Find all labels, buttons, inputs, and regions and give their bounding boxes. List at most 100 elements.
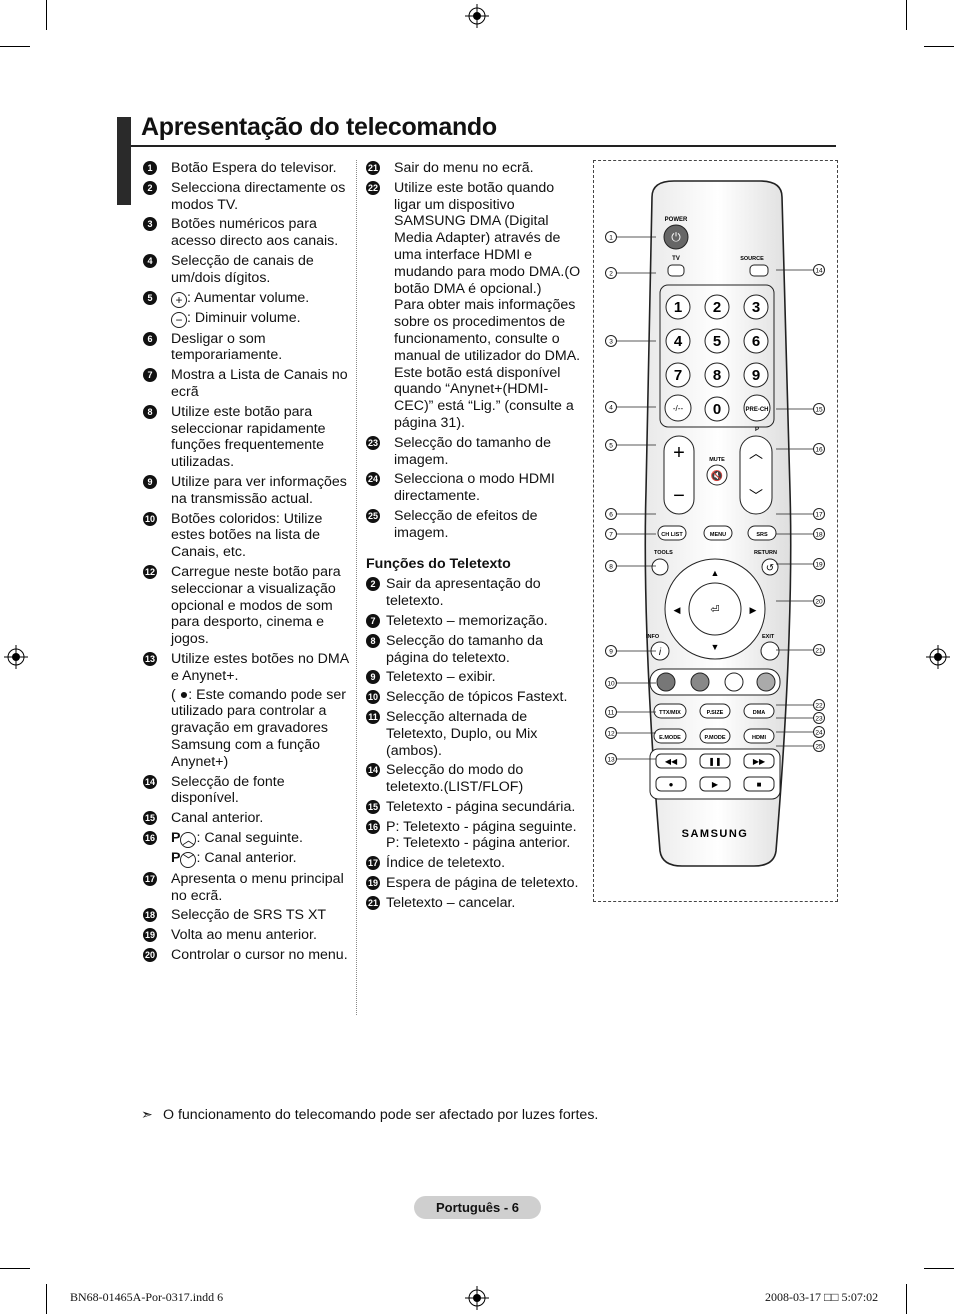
callout-marker: [605, 267, 617, 279]
dash-icon: -/--: [673, 404, 684, 413]
volume-up-icon: +: [673, 442, 685, 464]
callout-number: 8: [609, 564, 613, 571]
callout-number: 11: [608, 710, 615, 717]
exit-button: [760, 641, 780, 661]
item-number: 18: [143, 908, 157, 923]
mute-button: [706, 464, 728, 486]
prech-button: [743, 394, 771, 422]
emode-button: [653, 728, 687, 744]
note-text: O funcionamento do telecomando pode ser …: [163, 1107, 599, 1123]
red-button: [656, 672, 676, 692]
dma-button: [743, 703, 775, 719]
minus-icon: −: [171, 311, 187, 328]
registration-mark-icon: [465, 4, 489, 28]
item-text: Desligar o som temporariamente.: [171, 330, 283, 364]
callout-marker: [813, 264, 825, 276]
srs-button: [747, 525, 777, 541]
ttx-button: [653, 703, 687, 719]
rewind-icon: ◀◀: [665, 757, 678, 766]
item-text: Selecção do modo do teletexto.(LIST/FLOF…: [386, 762, 524, 796]
item-number: 3: [143, 217, 157, 232]
color-buttons-frame: [649, 668, 781, 696]
stop-icon: ■: [757, 780, 762, 789]
stop-button: [743, 776, 775, 792]
digit-label: 5: [713, 333, 721, 350]
callout-marker: [813, 558, 825, 570]
power-label: POWER: [665, 217, 688, 223]
callout-number: 3: [609, 339, 613, 346]
callout-marker: [605, 560, 617, 572]
item-text: Selecciona directamente os modos TV.: [171, 179, 346, 213]
tv-button: [667, 264, 685, 277]
item-text: Apresenta o menu principal no ecrã.: [171, 871, 353, 905]
ttx-label: TTX/MIX: [659, 710, 681, 716]
digit-label: 9: [752, 367, 760, 384]
item-text: Teletexto - página secundária.: [386, 798, 576, 815]
item-text: Carregue neste botão para seleccionar a …: [171, 564, 353, 648]
down-arrow-icon: ▼: [711, 642, 720, 652]
item-number: 14: [366, 763, 380, 778]
title-rule: [131, 145, 836, 147]
callout-number: 13: [607, 757, 615, 764]
note-arrow-icon: ➣: [141, 1107, 153, 1123]
item-number: 12: [143, 564, 157, 579]
callout-number: 6: [609, 512, 613, 519]
digit-label: 8: [713, 367, 721, 384]
item-number: 14: [143, 774, 157, 789]
callout-marker: [813, 508, 825, 520]
source-label: SOURCE: [740, 256, 764, 262]
return-label: RETURN: [754, 550, 777, 556]
crop-mark: [46, 0, 47, 30]
registration-mark-icon: [465, 1286, 489, 1310]
item-number: 1: [143, 161, 157, 175]
item-number: 23: [366, 435, 380, 450]
pmode-label: P.MODE: [705, 735, 726, 741]
enter-icon: ⏎: [710, 604, 719, 616]
mute-icon: 🔇: [711, 469, 723, 482]
item-text: Canal anterior.: [171, 810, 353, 827]
dma-label: DMA: [753, 710, 766, 716]
info-label: INFO: [646, 634, 660, 640]
item-text: P︿: Canal seguinte.: [171, 830, 353, 848]
item-text: Teletexto – memorização.: [386, 612, 548, 629]
item-text: ( ●: Este comando pode ser utilizado par…: [171, 686, 346, 770]
callout-number: 14: [815, 268, 823, 275]
item-text: Botão Espera do televisor.: [171, 160, 337, 176]
forward-button: [743, 753, 775, 769]
item-text: Selecção alternada de Teletexto, Duplo, …: [386, 708, 538, 759]
yellow-button: [724, 672, 744, 692]
digit-button: [743, 294, 769, 320]
note: ➣ O funcionamento do telecomando pode ser…: [141, 1107, 598, 1123]
callout-number: 18: [815, 532, 823, 539]
callout-marker: [605, 231, 617, 243]
callout-marker: [813, 528, 825, 540]
callout-number: 7: [609, 532, 613, 539]
item-number: 11: [366, 709, 380, 724]
callout-number: 22: [815, 703, 823, 710]
callout-number: 10: [607, 681, 615, 688]
item-text: Utilize estes botões no DMA e Anynet+.: [171, 650, 349, 684]
callout-marker: [605, 753, 617, 765]
item-text: Utilize este botão para seleccionar rapi…: [171, 403, 326, 471]
callout-marker: [605, 508, 617, 520]
item-text: Selecciona directamente os modos TV.: [171, 180, 353, 214]
digit-button: [743, 362, 769, 388]
callout-number: 23: [815, 716, 823, 723]
item-text: Canal anterior.: [171, 810, 264, 827]
crop-mark: [924, 46, 954, 47]
